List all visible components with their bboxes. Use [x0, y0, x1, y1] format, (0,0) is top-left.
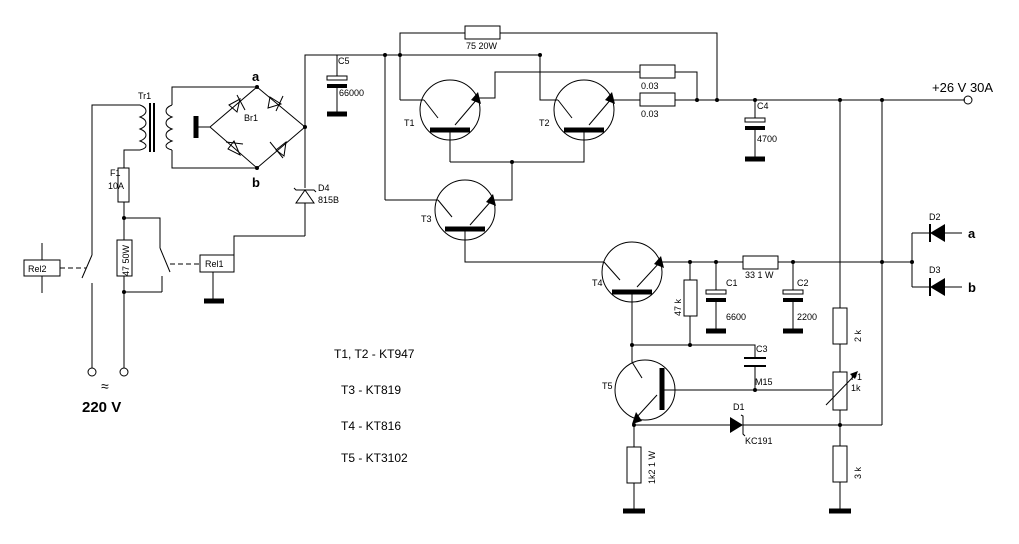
transistor-t4 — [601, 241, 664, 345]
relay-rel1 — [199, 254, 235, 273]
resistor-47k — [683, 279, 698, 317]
output-terminal — [963, 95, 973, 105]
label-d2: D2 — [929, 212, 941, 222]
label-c5: C5 — [338, 56, 350, 66]
label-d3: D3 — [929, 265, 941, 275]
label-out-b: b — [968, 280, 976, 295]
label-node-a: a — [252, 69, 260, 84]
label-t5: T5 — [602, 381, 613, 391]
label-out-a: a — [968, 226, 976, 241]
legend-line: T3 - KT819 — [341, 383, 401, 397]
legend-line: T1, T2 - KT947 — [334, 347, 415, 361]
label-t3: T3 — [421, 214, 432, 224]
transistor-t3 — [384, 55, 604, 263]
legend-line: T5 - KT3102 — [341, 451, 408, 465]
label-r-47: 47 50W — [121, 244, 131, 276]
label-c1: C1 — [726, 278, 738, 288]
resistor-1k2-1w — [626, 446, 642, 484]
label-mains-symbol: ≈ — [101, 378, 109, 394]
label-r-3k: 3 k — [853, 466, 863, 479]
diode-d3 — [912, 278, 962, 296]
zener-d4 — [293, 187, 317, 236]
label-br1: Br1 — [244, 113, 258, 123]
label-rel1: Rel1 — [205, 259, 224, 269]
label-c5-value: 66000 — [339, 88, 364, 98]
label-r-47k: 47 k — [673, 298, 683, 316]
label-p1-value: 1k — [851, 383, 861, 393]
bridge-rectifier-br1 — [193, 85, 307, 170]
resistor-75-20w — [464, 25, 501, 40]
capacitor-c1 — [705, 262, 727, 334]
label-rel2: Rel2 — [28, 264, 47, 274]
capacitor-c5 — [326, 55, 348, 117]
label-f1: F1 — [110, 168, 121, 178]
mains-terminal-left — [87, 367, 97, 377]
label-c2: C2 — [797, 278, 809, 288]
label-p1: P1 — [851, 372, 862, 382]
label-d4-value: 815B — [318, 195, 339, 205]
label-r-003-1: 0.03 — [641, 81, 659, 91]
capacitor-c3 — [744, 357, 766, 390]
resistor-0.03-2 — [639, 92, 676, 107]
label-t1: T1 — [404, 118, 415, 128]
label-f1-value: 10A — [108, 181, 124, 191]
resistor-2k — [832, 307, 848, 345]
label-mains: 220 V — [82, 399, 121, 416]
zener-d1 — [730, 414, 882, 437]
label-c2-value: 2200 — [797, 312, 817, 322]
label-c1-value: 6600 — [726, 312, 746, 322]
label-tr1: Tr1 — [138, 91, 151, 101]
label-c4: C4 — [757, 101, 769, 111]
label-node-b: b — [252, 175, 260, 190]
transformer-tr1 — [138, 103, 174, 152]
label-d1: D1 — [733, 402, 745, 412]
label-output: +26 V 30A — [932, 80, 993, 95]
label-d4: D4 — [318, 183, 330, 193]
label-r-75: 75 20W — [466, 41, 498, 51]
transistor-t1 — [419, 79, 481, 162]
diode-d2 — [912, 224, 962, 242]
resistor-33-1w — [742, 255, 779, 270]
label-d1-value: KC191 — [745, 436, 773, 446]
mains-section — [23, 86, 305, 377]
label-c4-value: 4700 — [757, 134, 777, 144]
transistor-legend: T1, T2 - KT947 T3 - KT819 T4 - KT816 T5 … — [334, 347, 415, 465]
capacitor-c4 — [744, 100, 766, 162]
transistor-t5 — [614, 359, 832, 424]
resistor-3k — [832, 445, 848, 483]
legend-line: T4 - KT816 — [341, 419, 401, 433]
label-r-2k: 2 k — [853, 329, 863, 342]
label-t2: T2 — [539, 118, 550, 128]
mains-terminal-right — [119, 367, 129, 377]
label-r-1k2: 1k2 1 W — [647, 450, 657, 484]
label-c3: C3 — [756, 344, 768, 354]
label-r-33: 33 1 W — [745, 270, 774, 280]
label-c3-value: M15 — [755, 377, 773, 387]
label-t4: T4 — [592, 278, 603, 288]
capacitor-c2 — [782, 262, 804, 334]
resistor-0.03-1 — [639, 64, 676, 79]
label-r-003-2: 0.03 — [641, 109, 659, 119]
